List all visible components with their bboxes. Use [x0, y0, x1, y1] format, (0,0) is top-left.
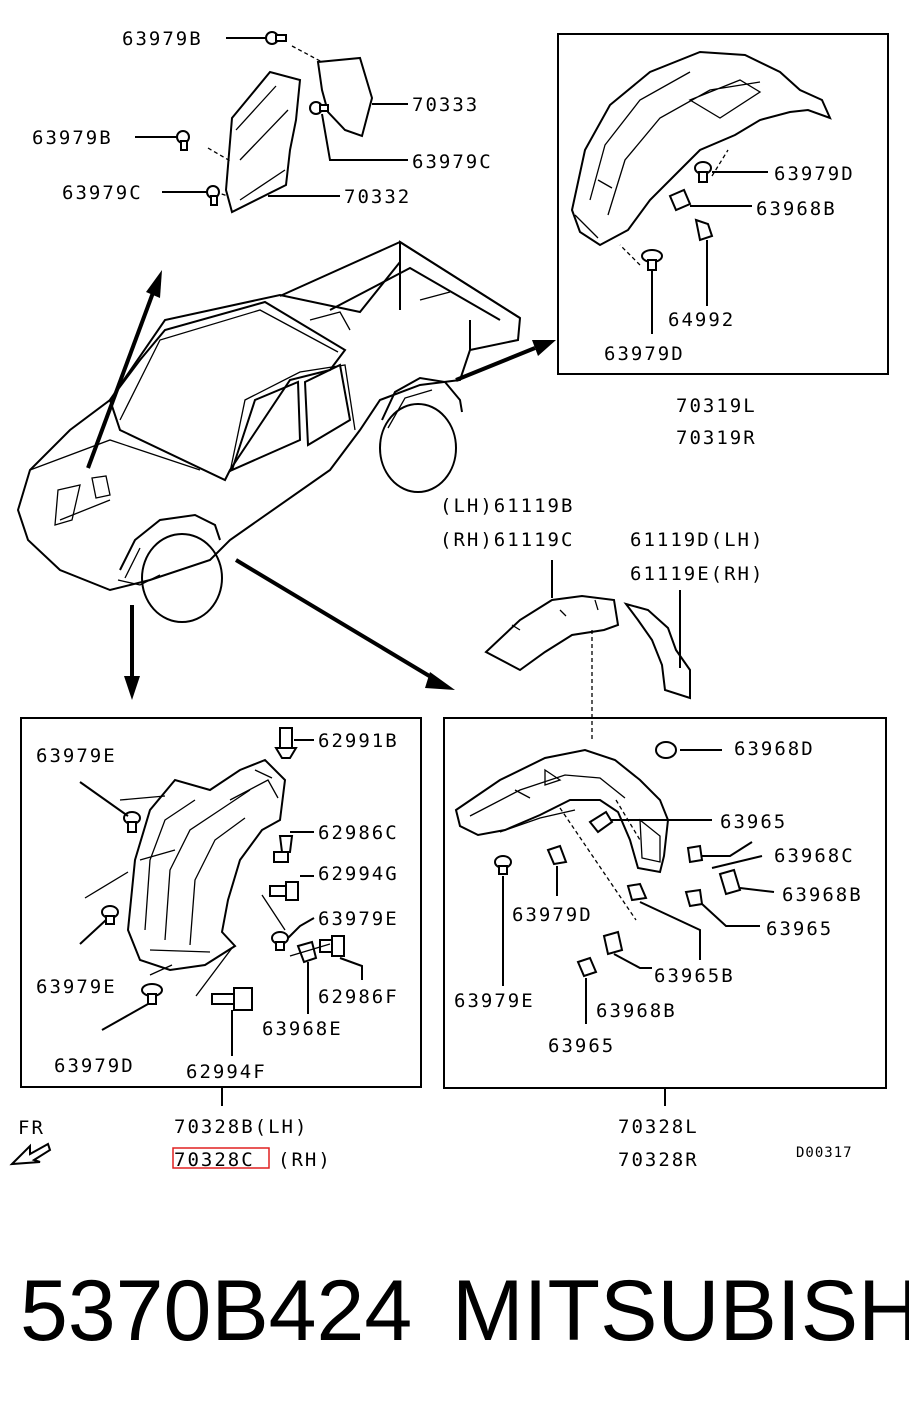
truck-illustration: [16, 240, 522, 623]
screw-63965-c[interactable]: [576, 956, 598, 978]
label-fl-63979e-right: 63979E: [318, 908, 399, 930]
front-wheel-liner-rh[interactable]: [454, 748, 670, 874]
label-rear-63979d-lower: 63979D: [604, 343, 685, 365]
part-number: 5370B424: [20, 1263, 412, 1359]
label-63979c-left: 63979C: [62, 182, 143, 204]
bolt-62994f[interactable]: [211, 987, 253, 1011]
clip-63979c-left[interactable]: [206, 185, 220, 206]
screw-63965-b[interactable]: [684, 888, 704, 908]
clip-63979b-top[interactable]: [265, 31, 287, 45]
clip-63979d-lower[interactable]: [641, 249, 663, 271]
screw-63965b[interactable]: [626, 882, 648, 902]
label-rear-64992: 64992: [668, 309, 735, 331]
rear-liner-group: [570, 50, 832, 334]
nut-63968e[interactable]: [296, 940, 318, 964]
label-fl-box-rh-code: 70328C: [174, 1149, 255, 1171]
label-fl-62994f: 62994F: [186, 1061, 267, 1083]
diagram-code: D00317: [796, 1145, 853, 1161]
brand-name: MITSUBISHI: [452, 1263, 909, 1359]
label-63979c-right: 63979C: [412, 151, 493, 173]
nut-63968c[interactable]: [686, 844, 704, 864]
rear-wheel-liner[interactable]: [570, 50, 832, 247]
front-liner-lh-box: [20, 717, 422, 1088]
label-fr-63979d: 63979D: [512, 904, 593, 926]
label-fr: FR: [18, 1117, 45, 1139]
label-fl-box-rh-side: (RH): [278, 1149, 332, 1171]
label-70332: 70332: [344, 186, 411, 208]
label-fr-63968d: 63968D: [734, 738, 815, 760]
splash-panel-70332[interactable]: [224, 70, 302, 214]
highlight-box: [172, 1147, 270, 1169]
label-fl-62991b: 62991B: [318, 730, 399, 752]
screw-62986f[interactable]: [319, 935, 345, 957]
label-fr-box-r: 70328R: [618, 1149, 699, 1171]
label-fr-63965-b: 63965: [766, 918, 833, 940]
label-63979b-left: 63979B: [32, 127, 113, 149]
screw-64992[interactable]: [694, 218, 714, 242]
clip-63979e-right[interactable]: [271, 931, 289, 951]
label-fr-box-l: 70328L: [618, 1116, 699, 1138]
mid-flaps-group: [484, 560, 691, 740]
top-splash-group: [135, 31, 408, 214]
label-rear-box-l: 70319L: [676, 395, 757, 417]
screw-62986c[interactable]: [273, 835, 294, 863]
label-70333: 70333: [412, 94, 479, 116]
bolt-62994g[interactable]: [269, 881, 299, 901]
label-fl-62986f: 62986F: [318, 986, 399, 1008]
label-63979b-top: 63979B: [122, 28, 203, 50]
clip-63979d-rh[interactable]: [546, 844, 568, 866]
label-rear-63968b: 63968B: [756, 198, 837, 220]
label-fl-63979e-mid: 63979E: [36, 976, 117, 998]
screw-63965-a[interactable]: [588, 810, 614, 834]
clip-62991b[interactable]: [274, 727, 298, 759]
front-wheel: [141, 533, 223, 623]
nut-63968b-a[interactable]: [718, 868, 742, 896]
front-arrow-icon: [9, 1142, 52, 1166]
front-wheel-liner-lh[interactable]: [126, 758, 287, 972]
rear-liner-box: [557, 33, 889, 375]
splash-panel-70333[interactable]: [316, 56, 374, 138]
label-fr-63968b-b: 63968B: [596, 1000, 677, 1022]
label-rear-63979d: 63979D: [774, 163, 855, 185]
nut-63968d[interactable]: [655, 741, 677, 759]
label-fl-62994g: 62994G: [318, 863, 399, 885]
label-fr-63965-a: 63965: [720, 811, 787, 833]
label-fl-63979d: 63979D: [54, 1055, 135, 1077]
label-fl-63979e-top: 63979E: [36, 745, 117, 767]
label-fl-63968e: 63968E: [262, 1018, 343, 1040]
label-fl-box-lh: 70328B(LH): [174, 1116, 308, 1138]
front-direction-indicator: FR: [9, 1117, 52, 1166]
flap-61119d-e[interactable]: [623, 602, 691, 700]
callout-arrows: [86, 270, 556, 700]
label-fr-63965b: 63965B: [654, 965, 735, 987]
nut-63968b-b[interactable]: [602, 930, 624, 956]
label-rear-box-r: 70319R: [676, 427, 757, 449]
clip-63979e-rh[interactable]: [494, 855, 512, 875]
nut-63968b-rear[interactable]: [668, 188, 692, 212]
front-liner-rh-group: [454, 741, 775, 1106]
label-61119d: 61119D(LH): [630, 529, 764, 551]
label-fr-63968c: 63968C: [774, 845, 855, 867]
label-rh-61119c: (RH)61119C: [440, 529, 574, 551]
clip-63979d-bottom[interactable]: [141, 983, 163, 1005]
label-lh-61119b: (LH)61119B: [440, 495, 574, 517]
clip-63979c-right[interactable]: [309, 101, 329, 115]
label-fl-62986c: 62986C: [318, 822, 399, 844]
clip-63979d-right[interactable]: [694, 161, 712, 183]
flap-61119b-c[interactable]: [484, 594, 620, 672]
front-liner-lh-group: [79, 727, 363, 1106]
label-fr-63979e: 63979E: [454, 990, 535, 1012]
label-fr-63968b-a: 63968B: [782, 884, 863, 906]
clip-63979b-left[interactable]: [176, 130, 190, 151]
label-61119e: 61119E(RH): [630, 563, 764, 585]
rear-wheel: [379, 403, 457, 493]
label-fr-63965-c: 63965: [548, 1035, 615, 1057]
